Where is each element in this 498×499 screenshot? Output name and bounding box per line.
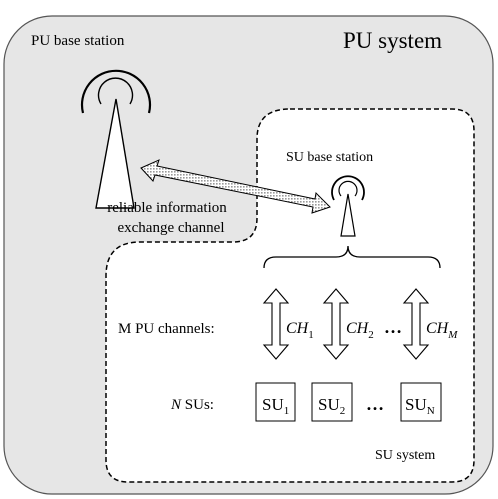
su-system-region	[105, 108, 475, 483]
channel-2-arrow	[322, 288, 350, 360]
su-ellipsis: …	[366, 394, 384, 414]
pu-base-station-icon	[80, 69, 152, 209]
channel-m-label: CHM	[426, 320, 458, 341]
channel-m-base: CH	[426, 320, 450, 337]
su-1-sub: 1	[284, 405, 290, 417]
channel-1-label: CH1	[286, 320, 314, 341]
su-2-base: SU	[318, 395, 340, 414]
channel-m-arrow	[402, 288, 430, 360]
su-n-sub: N	[427, 405, 435, 417]
su-system-title: SU system	[375, 448, 435, 463]
channel-2-base: CH	[346, 320, 370, 337]
su-n-box	[400, 382, 442, 422]
channel-2-label: CH2	[346, 320, 374, 341]
su-2-sub: 2	[340, 405, 346, 417]
channel-1-arrow	[262, 288, 290, 360]
exchange-channel-label-line1: reliable information	[107, 200, 227, 216]
su-base-station-label: SU base station	[286, 150, 373, 165]
su-2-label: SU2	[318, 395, 345, 417]
pu-base-station-label: PU base station	[31, 33, 125, 49]
channel-2-sub: 2	[368, 329, 374, 341]
su-1-base: SU	[262, 395, 284, 414]
channel-1-sub: 1	[308, 329, 314, 341]
sus-label-rest: SUs:	[181, 397, 214, 413]
sus-label-n: N	[170, 397, 182, 413]
su-base-station-icon	[331, 175, 365, 237]
pu-system-title: PU system	[343, 28, 442, 53]
exchange-channel-label-line2: exchange channel	[117, 220, 224, 236]
channel-1-base: CH	[286, 320, 310, 337]
pu-channels-label: M PU channels:	[118, 321, 215, 337]
su-1-label: SU1	[262, 395, 289, 417]
channel-ellipsis: …	[384, 317, 402, 337]
su-n-base: SU	[405, 395, 427, 414]
exchange-channel-arrow	[140, 159, 331, 214]
su-n-label: SUN	[405, 395, 435, 417]
sus-label: N SUs:	[170, 397, 214, 413]
channel-group-brace	[263, 245, 441, 269]
channel-m-sub: M	[447, 329, 458, 341]
su-2-box	[311, 382, 353, 422]
su-1-box	[255, 382, 296, 422]
